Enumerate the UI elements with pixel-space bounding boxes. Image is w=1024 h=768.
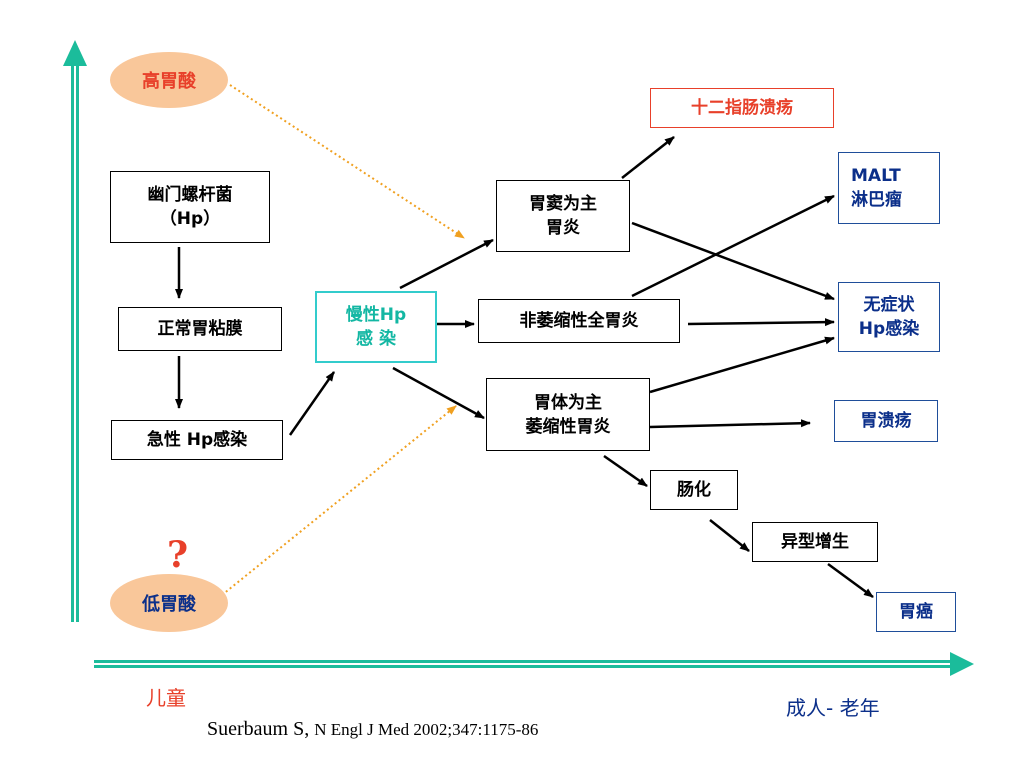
normal-mucosa-label: 正常胃粘膜: [157, 319, 243, 339]
low-acid-dotted-arrow: [221, 405, 457, 596]
asymptomatic-line2: Hp感染: [858, 319, 920, 339]
duodenal-ulcer-box: 十二指肠溃疡: [650, 88, 834, 128]
x-axis-start-label: 儿童: [146, 686, 186, 710]
antral-gastritis-line2: 胃炎: [546, 218, 580, 238]
chronic-hp-box: 慢性Hp 感 染: [315, 291, 437, 363]
gastric-ulcer-label: 胃溃疡: [860, 411, 912, 431]
corpus-atrophic-line2: 萎缩性胃炎: [525, 416, 611, 437]
low-acid-ellipse: 低胃酸: [110, 574, 228, 632]
dysplasia-box: 异型增生: [752, 522, 878, 562]
gastric-cancer-label: 胃癌: [899, 602, 933, 622]
citation: Suerbaum S, N Engl J Med 2002;347:1175-8…: [207, 718, 538, 741]
malt-line2: 淋巴瘤: [851, 190, 902, 210]
non-atrophic-box: 非萎缩性全胃炎: [478, 299, 680, 343]
arrow-chronic-to-corpus: [392, 366, 485, 420]
duodenal-ulcer-label: 十二指肠溃疡: [691, 98, 793, 118]
high-acid-dotted-arrow: [229, 84, 465, 239]
flow-arrows: [175, 136, 874, 599]
vertical-axis: [63, 40, 87, 622]
arrow-nonatrophic-to-asymptomatic: [687, 318, 835, 327]
arrow-corpus-to-ulcer: [649, 419, 811, 429]
arrow-dysplasia-to-cancer: [827, 562, 874, 599]
hp-bacteria-line2: （Hp）: [159, 209, 221, 229]
antral-gastritis-box: 胃窦为主 胃炎: [496, 180, 630, 252]
arrow-nonatrophic-to-malt: [631, 194, 835, 298]
arrow-chronic-to-antral: [399, 238, 494, 290]
arrow-corpus-to-metaplasia: [603, 454, 648, 488]
citation-journal: N Engl J Med 2002;347:1175-86: [314, 720, 539, 739]
question-mark: ?: [167, 534, 189, 576]
malt-box: MALT 淋巴瘤: [838, 152, 940, 224]
corpus-atrophic-line1: 胃体为主: [534, 392, 602, 413]
dysplasia-label: 异型增生: [781, 532, 849, 552]
asymptomatic-box: 无症状 Hp感染: [838, 282, 940, 352]
arrow-antral-to-asymptomatic: [631, 221, 835, 301]
normal-mucosa-box: 正常胃粘膜: [118, 307, 282, 351]
gastric-ulcer-box: 胃溃疡: [834, 400, 938, 442]
malt-line1: MALT: [851, 166, 901, 186]
high-acid-label: 高胃酸: [142, 71, 196, 92]
hp-bacteria-line1: 幽门螺杆菌: [147, 185, 233, 205]
acute-hp-label: 急性 Hp感染: [146, 430, 248, 450]
antral-gastritis-line1: 胃窦为主: [529, 194, 597, 214]
intestinal-metaplasia-box: 肠化: [650, 470, 738, 510]
asymptomatic-line1: 无症状: [863, 295, 915, 315]
acute-hp-box: 急性 Hp感染: [111, 420, 283, 460]
horizontal-axis: [94, 652, 974, 676]
high-acid-ellipse: 高胃酸: [110, 52, 228, 108]
citation-author: Suerbaum S,: [207, 718, 315, 740]
hp-bacteria-box: 幽门螺杆菌 （Hp）: [110, 171, 270, 243]
non-atrophic-label: 非萎缩性全胃炎: [519, 311, 639, 331]
corpus-atrophic-box: 胃体为主 萎缩性胃炎: [486, 378, 650, 451]
arrow-acute-to-chronic: [288, 371, 336, 436]
arrow-antral-to-duodenal: [621, 136, 675, 179]
intestinal-metaplasia-label: 肠化: [677, 480, 711, 500]
arrow-corpus-to-asymptomatic: [649, 336, 835, 394]
x-axis-end-label: 成人- 老年: [786, 696, 880, 720]
arrow-metaplasia-to-dysplasia: [709, 519, 750, 552]
chronic-hp-line2: 感 染: [356, 329, 396, 349]
low-acid-label: 低胃酸: [142, 594, 196, 615]
chronic-hp-line1: 慢性Hp: [345, 305, 407, 325]
gastric-cancer-box: 胃癌: [876, 592, 956, 632]
